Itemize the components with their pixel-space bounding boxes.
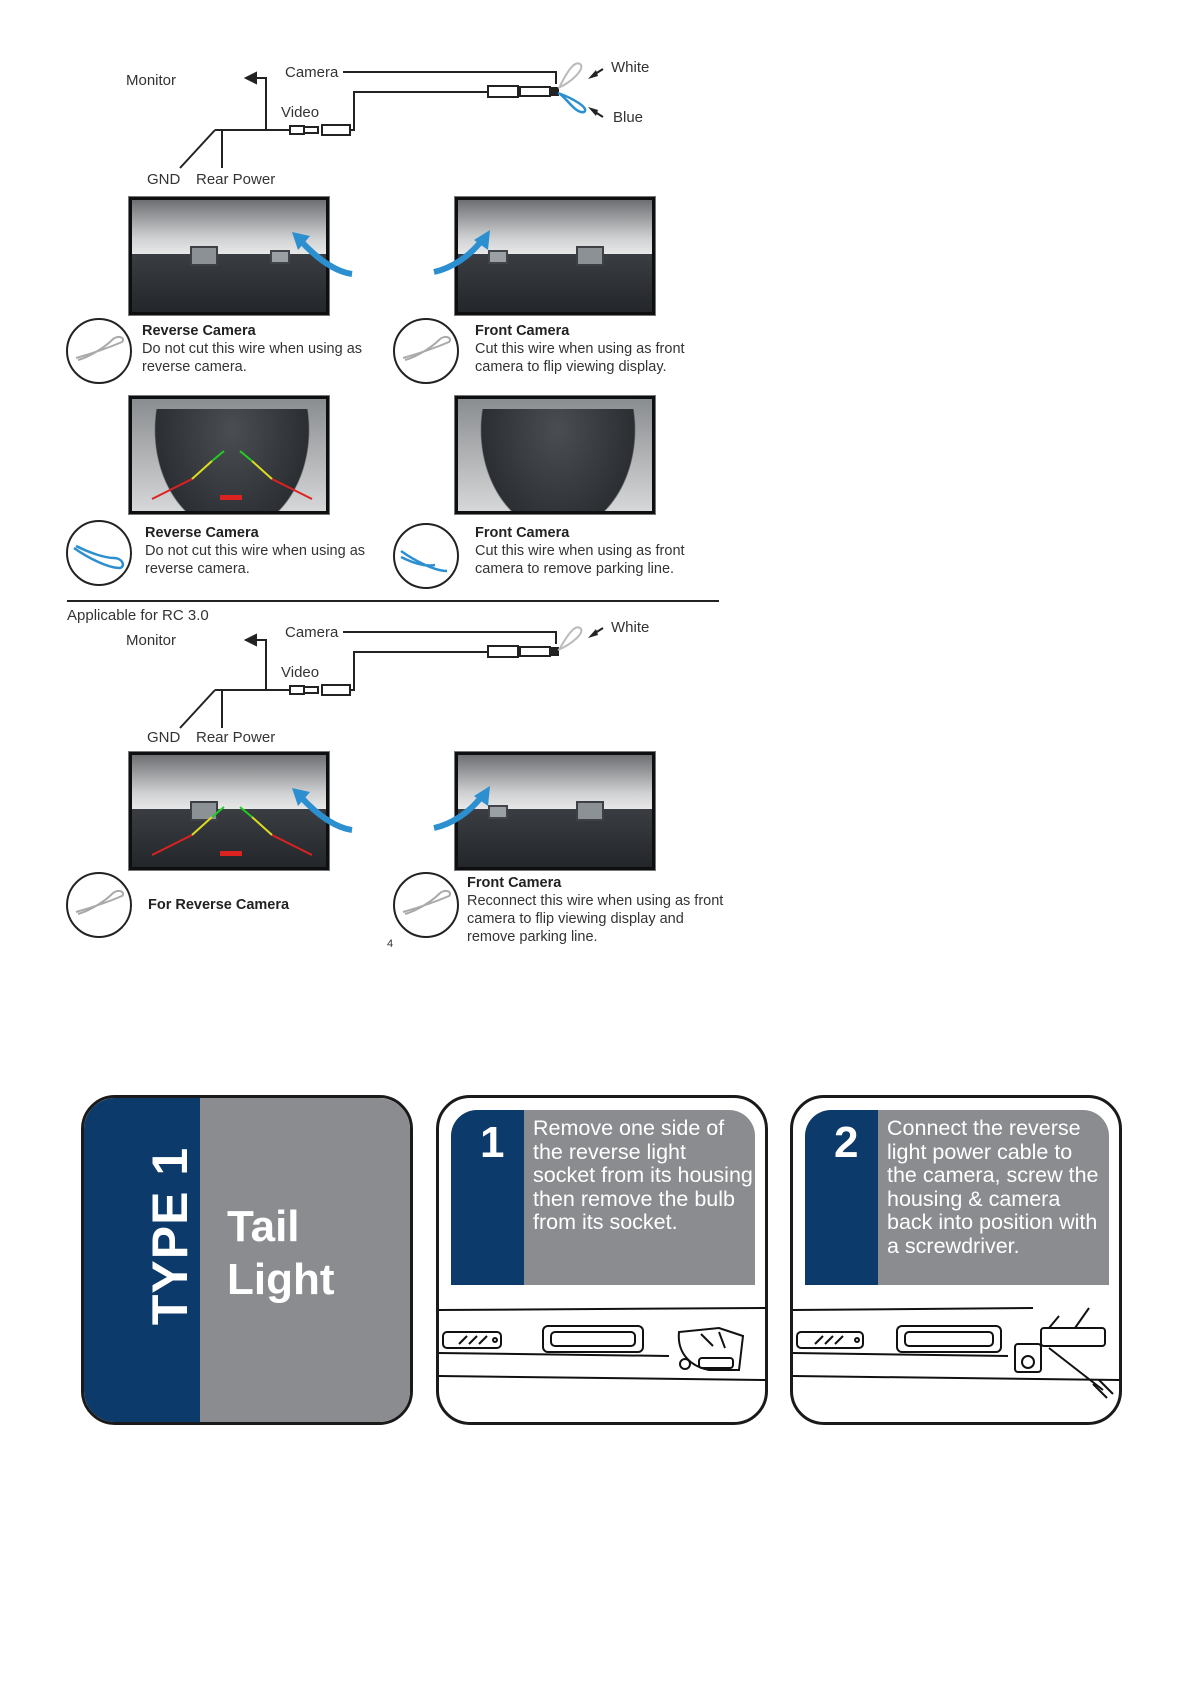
video-label-2: Video	[281, 664, 320, 681]
wire-loop-circle-blue	[66, 520, 132, 586]
caption-desc: Reconnect this wire when using as front …	[467, 893, 724, 945]
flip-arrows-row-3	[292, 786, 490, 833]
caption-title: For Reverse Camera	[148, 897, 290, 913]
type-title-line-2: Light	[227, 1255, 335, 1304]
blue-wire-label: Blue	[613, 109, 644, 126]
monitor-screen-reverse-parking	[129, 396, 329, 514]
type-card-navy-strip	[84, 1098, 200, 1422]
tail-light-illustration-1	[439, 1307, 765, 1381]
white-wire-label: White	[611, 59, 650, 76]
caption-title: Front Camera	[475, 525, 570, 541]
caption-title: Reverse Camera	[142, 323, 256, 339]
step-text-panel	[878, 1110, 1109, 1285]
step-number-strip	[451, 1110, 524, 1285]
step-number-strip	[805, 1110, 878, 1285]
gnd-label-2: GND	[147, 729, 181, 746]
flip-arrows-row-1	[292, 230, 490, 277]
step-text-1: Remove one side of the reverse light soc…	[533, 1116, 753, 1234]
type-title: Tail Light	[227, 1200, 335, 1306]
caption-front-camera-3: Front Camera Reconnect this wire when us…	[467, 874, 727, 946]
monitor-label-2: Monitor	[126, 632, 177, 649]
monitor-screen-front-no-parking	[455, 396, 655, 514]
page-number: 4	[387, 938, 394, 950]
step-text-panel	[524, 1110, 755, 1285]
monitor-screen-front	[455, 197, 655, 315]
step-card-1	[436, 1095, 768, 1425]
caption-reverse-camera-2: Reverse Camera Do not cut this wire when…	[145, 524, 385, 578]
monitor-label: Monitor	[126, 72, 177, 89]
wiring-diagram-1	[179, 62, 604, 169]
caption-for-reverse-camera: For Reverse Camera	[148, 896, 368, 914]
caption-desc: Cut this wire when using as front camera…	[475, 341, 685, 375]
monitor-screen-reverse-3	[129, 752, 329, 870]
type-title-line-1: Tail	[227, 1202, 300, 1251]
gnd-label: GND	[147, 171, 181, 188]
caption-title: Front Camera	[475, 323, 570, 339]
parking-lines	[151, 806, 313, 856]
wire-loop-circle	[66, 872, 132, 938]
rear-power-label-2: Rear Power	[196, 729, 276, 746]
caption-desc: Do not cut this wire when using as rever…	[145, 543, 366, 577]
caption-title: Front Camera	[467, 875, 562, 891]
caption-desc: Do not cut this wire when using as rever…	[142, 341, 363, 375]
camera-label: Camera	[285, 64, 339, 81]
camera-label-2: Camera	[285, 624, 339, 641]
type-label: TYPE 1	[142, 1146, 198, 1326]
video-label: Video	[281, 104, 320, 121]
caption-front-camera-2: Front Camera Cut this wire when using as…	[475, 524, 725, 578]
type-card	[81, 1095, 413, 1425]
caption-desc: Cut this wire when using as front camera…	[475, 543, 685, 577]
monitor-screen-reverse	[129, 197, 329, 315]
white-wire-label-2: White	[611, 619, 650, 636]
monitor-screen-front-3	[455, 752, 655, 870]
step-number-1: 1	[480, 1118, 505, 1167]
section-divider	[67, 600, 719, 602]
wire-loop-circle	[393, 318, 459, 384]
rear-power-label: Rear Power	[196, 171, 276, 188]
step-number-2: 2	[834, 1118, 859, 1167]
wire-loop-circle	[66, 318, 132, 384]
wiring-diagram-2	[179, 626, 604, 729]
applicable-label: Applicable for RC 3.0	[67, 607, 209, 624]
caption-reverse-camera-1: Reverse Camera Do not cut this wire when…	[142, 322, 382, 376]
wire-loop-circle-blue-cut	[393, 523, 459, 589]
type-card-grey-panel	[200, 1098, 410, 1422]
wire-loop-circle-reconnect	[393, 872, 459, 938]
step-text-2: Connect the reverse light power cable to…	[887, 1116, 1099, 1258]
caption-title: Reverse Camera	[145, 525, 259, 541]
tail-light-illustration-2	[793, 1307, 1119, 1399]
step-card-2	[790, 1095, 1122, 1425]
caption-front-camera-1: Front Camera Cut this wire when using as…	[475, 322, 725, 376]
parking-lines	[151, 450, 313, 500]
